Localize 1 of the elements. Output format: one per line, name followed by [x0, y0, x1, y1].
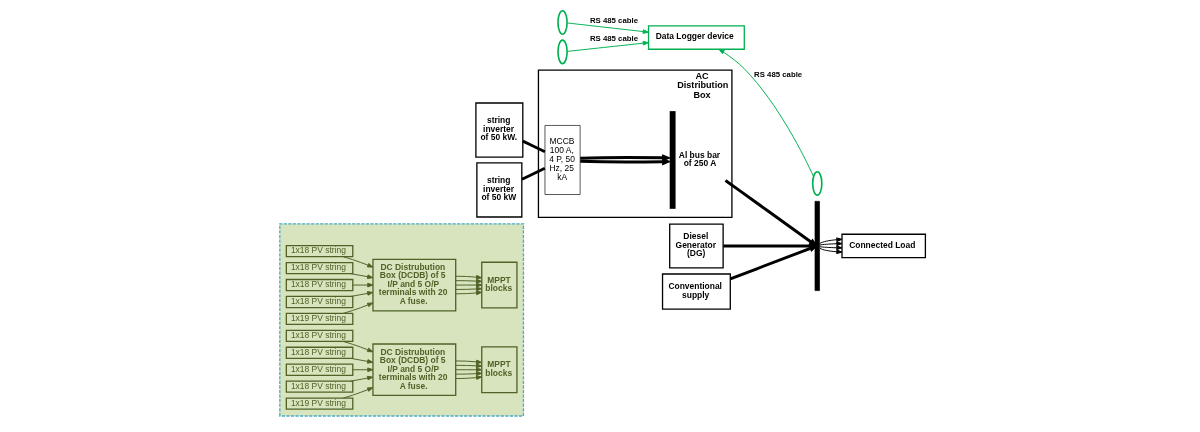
node-label: Al bus bar of 250 A — [678, 149, 721, 169]
